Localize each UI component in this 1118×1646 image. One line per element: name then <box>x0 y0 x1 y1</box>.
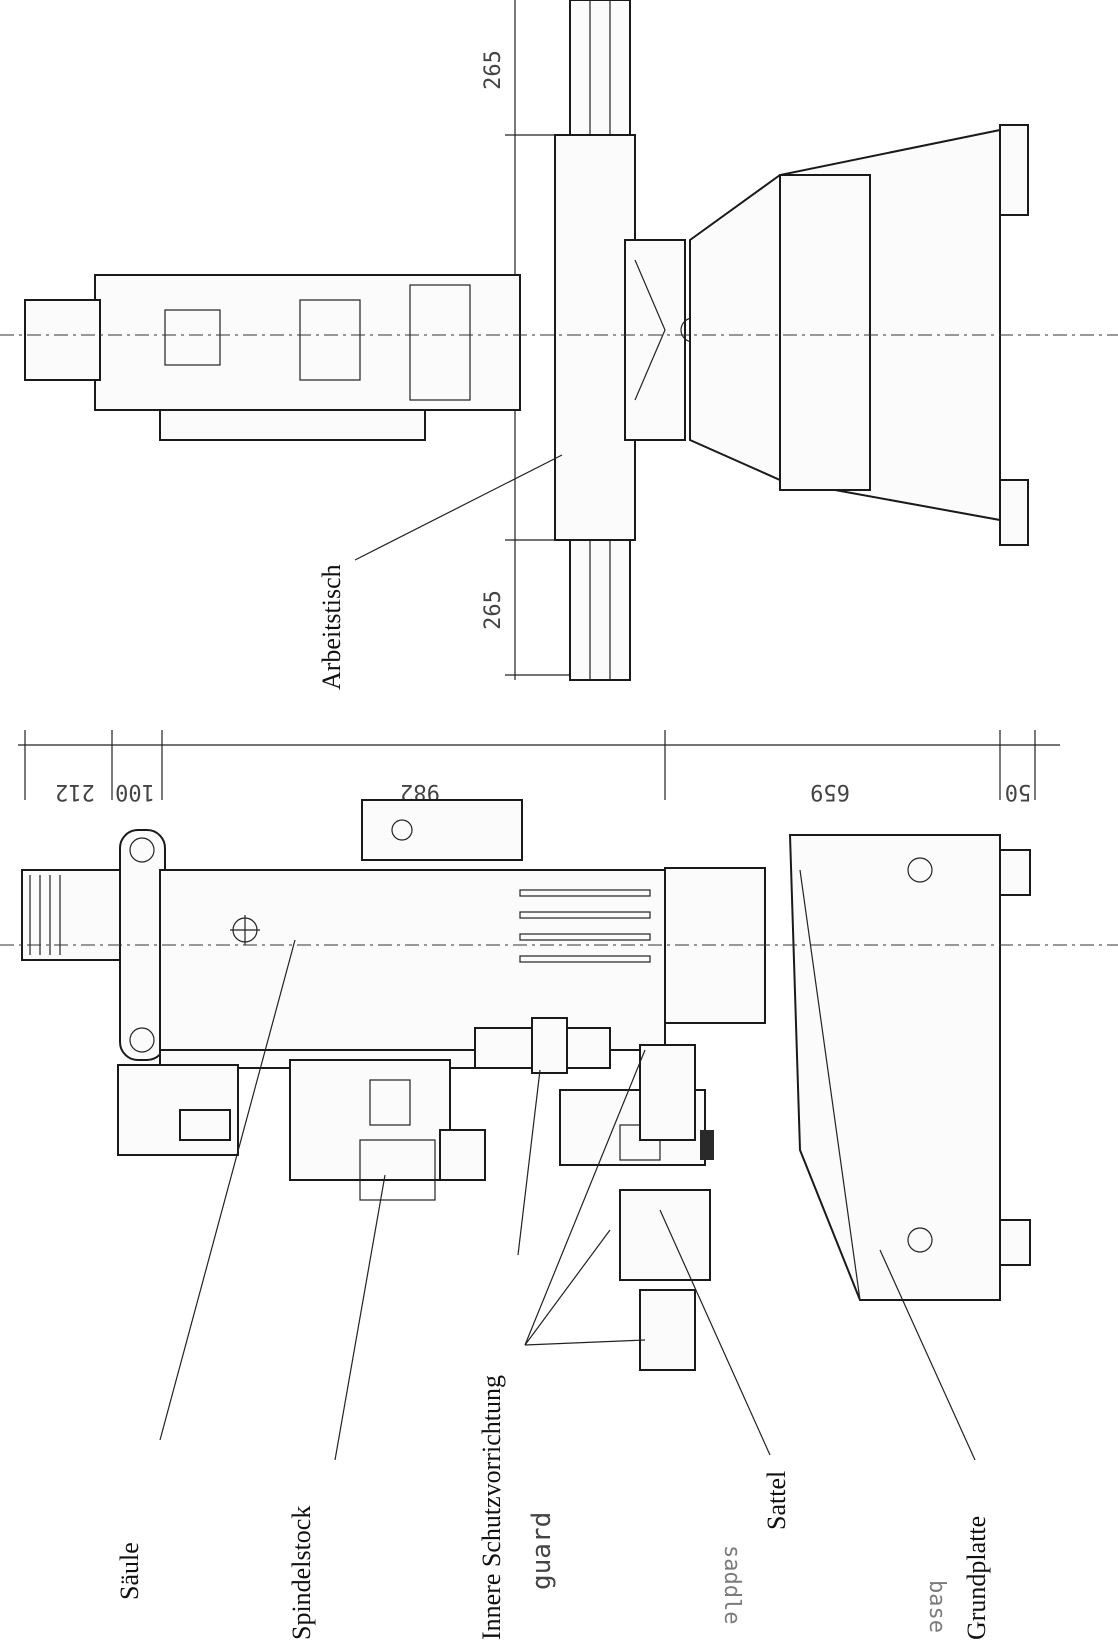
label-spindelstock: Spindelstock <box>287 1506 316 1640</box>
label-arbeitstisch: Arbeitstisch <box>317 564 346 690</box>
front-saddle <box>624 239 686 441</box>
leveling-foot <box>999 849 1031 896</box>
spindle-nose <box>439 1129 486 1181</box>
column-slot <box>519 911 651 919</box>
base-bolt <box>907 857 933 883</box>
side-view: 212 100 982 659 50 <box>0 730 1118 1371</box>
ghost-label-base: base <box>924 1580 949 1633</box>
head-window <box>164 309 221 366</box>
inner-guard-lower <box>619 1189 711 1281</box>
dim-label-659: 659 <box>810 779 850 804</box>
labels: Säule Spindelstock Innere Schutzvorricht… <box>115 564 991 1640</box>
pulley <box>129 837 155 863</box>
saddle-clamp <box>700 1130 714 1160</box>
headstock-window <box>369 1079 411 1126</box>
headstock-cover <box>359 1139 436 1201</box>
motor-connector <box>179 1109 231 1141</box>
leader-saeule <box>159 939 296 1441</box>
top-motor <box>21 869 128 961</box>
leader-innere-schutz <box>517 1069 541 1256</box>
column-slot <box>519 933 651 941</box>
quill-collar <box>531 1017 568 1074</box>
table-carrier <box>554 134 636 541</box>
leader-sattel <box>659 1209 771 1456</box>
ghost-label-guard: guard <box>527 1512 557 1590</box>
base-bolt <box>907 1227 933 1253</box>
leader-innere-schutz <box>524 1339 646 1346</box>
front-foot-bottom <box>999 479 1029 546</box>
leader-arbeitstisch <box>354 454 563 561</box>
leveling-foot <box>999 1219 1031 1266</box>
dim-label-265-bottom: 265 <box>481 590 506 630</box>
label-innere-schutzvorrichtung: Innere Schutzvorrichtung <box>477 1375 506 1640</box>
front-head <box>94 274 521 411</box>
dim-label-212: 212 <box>55 779 95 804</box>
dim-label-265-top: 265 <box>481 50 506 90</box>
head-pulley <box>299 299 361 381</box>
column-slot <box>519 955 651 963</box>
base-edge <box>799 869 861 1301</box>
leader-grundplatte <box>879 1249 976 1461</box>
base <box>788 834 1001 1301</box>
column <box>159 869 666 1051</box>
column-slot <box>519 889 651 897</box>
inner-guard-end <box>639 1289 696 1371</box>
pulley <box>129 1027 155 1053</box>
saddle-wedge <box>634 259 666 401</box>
label-sattel: Sattel <box>762 1471 791 1530</box>
front-base-inner <box>779 174 871 491</box>
control-box <box>361 799 523 861</box>
leader-innere-schutz <box>524 1049 646 1346</box>
control-box-knob <box>391 819 413 841</box>
dim-label-50: 50 <box>1005 779 1032 804</box>
inner-guard-block <box>639 1044 696 1141</box>
leader-lines <box>159 454 976 1461</box>
label-grundplatte: Grundplatte <box>962 1516 991 1640</box>
front-foot-top <box>999 124 1029 216</box>
label-saeule: Säule <box>115 1542 144 1600</box>
front-view: 265 800 265 <box>0 0 1118 681</box>
head-lower <box>409 284 471 401</box>
leader-innere-schutz <box>524 1229 611 1346</box>
ghost-label-saddle: saddle <box>719 1545 744 1624</box>
head-base-plate <box>159 409 426 441</box>
dim-label-100: 100 <box>115 779 155 804</box>
front-top-motor <box>24 299 101 381</box>
leader-spindelstock <box>334 1174 386 1461</box>
